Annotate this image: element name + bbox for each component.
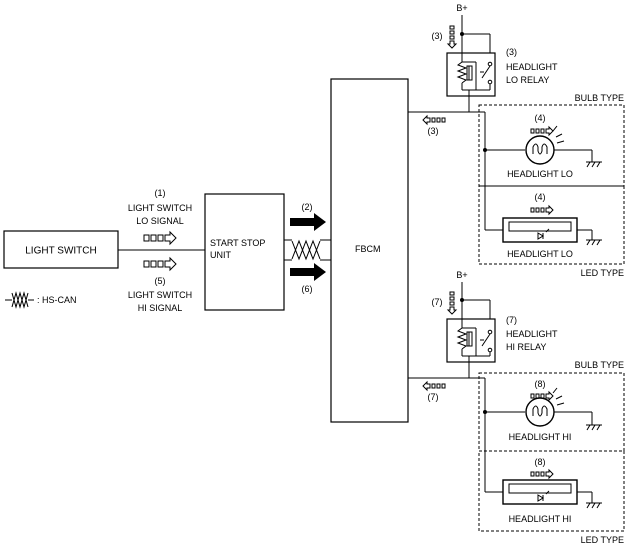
lo-relay-label-1: HEADLIGHT [506, 62, 558, 72]
start-stop-unit-box [204, 193, 285, 311]
hi-signal-label-2: HI SIGNAL [138, 303, 183, 313]
hi-relay-switch [480, 329, 493, 353]
bplus-bottom-label: B+ [456, 270, 467, 280]
hi-signal-label-1: LIGHT SWITCH [128, 290, 192, 300]
lo-relay-coil [456, 53, 477, 90]
hi-led-type-region [478, 450, 625, 532]
can-message-number-top: (2) [302, 202, 313, 212]
hi-relay-box [446, 318, 496, 363]
headlight-lo-bulb-signal-arrow [530, 126, 554, 136]
headlight-lo-led-signal-arrow [530, 205, 554, 215]
start-stop-unit-label-1: START STOP [210, 238, 265, 248]
lo-signal-arrow [143, 231, 177, 245]
headlight-lo-led-number: (4) [535, 192, 546, 202]
lo-relay-number-right: (3) [506, 47, 517, 57]
lo-led-diode-icon [537, 228, 550, 240]
hi-relay-coil [456, 319, 477, 356]
lo-led-type-region [478, 185, 625, 265]
hi-led-type-label: LED TYPE [581, 535, 624, 545]
hi-bulb-type-label: BULB TYPE [575, 360, 624, 370]
headlight-hi-led-number: (8) [535, 457, 546, 467]
lo-relay-signal-arrow [447, 25, 457, 49]
hi-relay-output-number: (7) [428, 392, 439, 402]
lo-bulb-type-label: BULB TYPE [575, 93, 624, 103]
lo-led-type-label: LED TYPE [581, 268, 624, 278]
lo-relay-output-arrow [422, 115, 446, 125]
light-switch-box [3, 230, 119, 269]
light-switch-label: LIGHT SWITCH [25, 246, 96, 257]
headlight-hi-led-label: HEADLIGHT HI [509, 514, 572, 524]
lo-relay-output-number: (3) [428, 126, 439, 136]
hi-relay-label-1: HEADLIGHT [506, 329, 558, 339]
headlight-hi-bulb-label: HEADLIGHT HI [509, 432, 572, 442]
hi-bulb-light-rays [552, 387, 565, 406]
hs-can-legend-icon [5, 291, 34, 309]
hi-relay-output-arrow [422, 381, 446, 391]
headlight-hi-bulb-icon [525, 397, 555, 427]
hs-can-legend-label: : HS-CAN [37, 295, 77, 305]
hi-relay-number-left: (7) [432, 297, 443, 307]
headlight-lo-led-label: HEADLIGHT LO [507, 249, 573, 259]
headlight-hi-bulb-number: (8) [535, 379, 546, 389]
can-message-arrow-top [290, 213, 326, 231]
start-stop-unit-label-2: UNIT [210, 250, 231, 260]
hi-signal-arrow [143, 257, 177, 271]
hi-relay-signal-arrow [447, 291, 457, 315]
can-message-arrow-bottom [290, 263, 326, 281]
hi-signal-number: (5) [155, 276, 166, 286]
lo-relay-switch [480, 61, 493, 85]
can-message-number-bottom: (6) [302, 284, 313, 294]
lo-bulb-type-region [478, 104, 625, 187]
hs-can-bus [291, 240, 321, 260]
hi-led-diode-icon [537, 490, 550, 502]
lo-relay-label-2: LO RELAY [506, 75, 549, 85]
headlight-hi-led-signal-arrow [530, 469, 554, 479]
hi-relay-label-2: HI RELAY [506, 342, 546, 352]
lo-relay-number-left: (3) [432, 31, 443, 41]
lo-signal-label-2: LO SIGNAL [136, 216, 184, 226]
lo-bulb-light-rays [552, 125, 565, 144]
lo-signal-label-1: LIGHT SWITCH [128, 203, 192, 213]
hi-relay-number-right: (7) [506, 315, 517, 325]
lo-signal-number: (1) [155, 188, 166, 198]
headlight-lo-bulb-icon [525, 135, 555, 165]
bplus-top-label: B+ [456, 3, 467, 13]
fbcm-box [330, 78, 409, 423]
headlight-lo-bulb-number: (4) [535, 113, 546, 123]
lo-relay-box [446, 52, 496, 97]
headlight-lo-bulb-label: HEADLIGHT LO [507, 169, 573, 179]
fbcm-label: FBCM [355, 244, 381, 254]
